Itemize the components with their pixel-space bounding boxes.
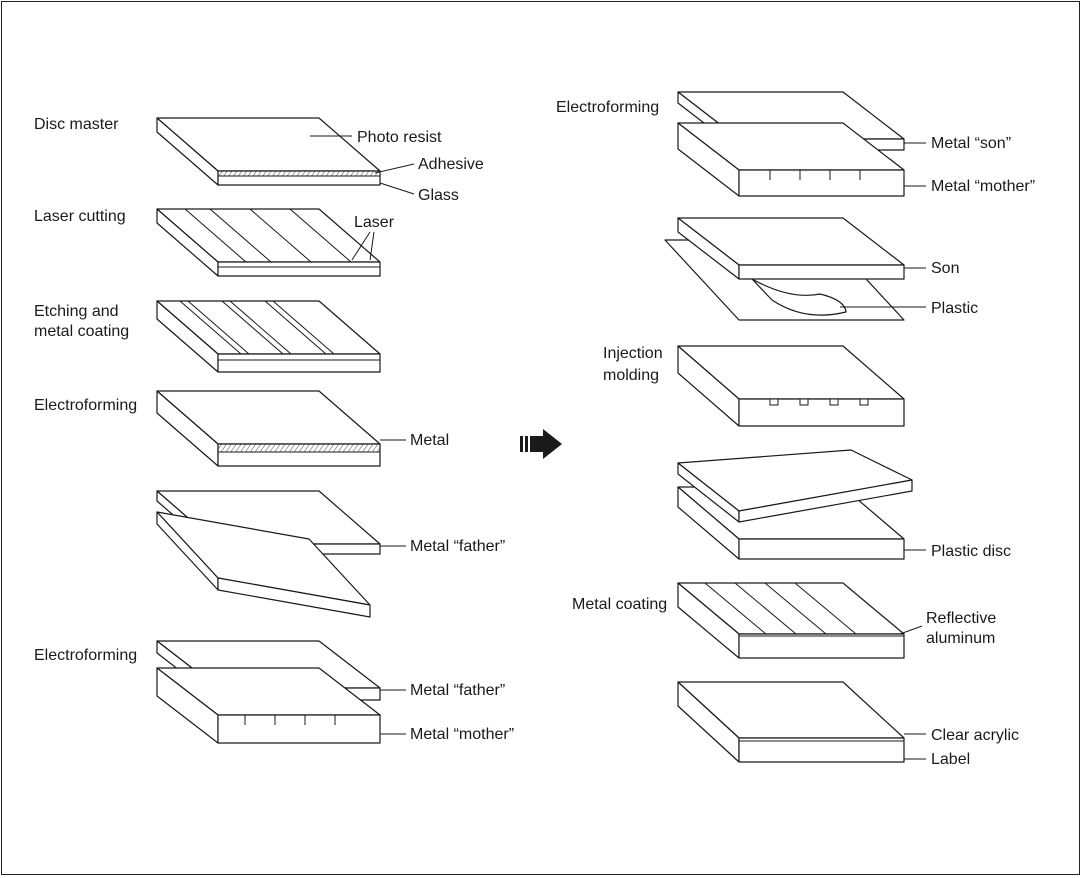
label-laser: Laser [354,214,395,231]
step-label-injection-line2: molding [603,367,659,384]
metal-coating-illustration [677,582,905,659]
step-label-laser-cutting: Laser cutting [34,208,126,225]
electroforming-3-illustration [677,91,905,197]
label-plastic-disc: Plastic disc [931,543,1011,560]
step-label-electroforming-2: Electroforming [34,647,137,664]
step-label-etching-line2: metal coating [34,323,129,340]
label-adhesive: Adhesive [418,156,484,173]
label-son: Son [931,260,959,277]
label-metal-mother-1: Metal “mother” [410,726,514,743]
step-label-metal-coating: Metal coating [572,596,667,613]
step-label-injection-line1: Injection [603,345,663,362]
label-metal-father-1: Metal “father” [410,538,505,555]
label-metal-mother-2: Metal “mother” [931,178,1035,195]
laser-cutting-illustration [156,208,381,277]
label-clear-acrylic: Clear acrylic [931,727,1019,744]
father-separation-illustration [156,490,381,618]
electroforming-2-illustration [156,640,381,744]
label-metal: Metal [410,432,449,449]
right-arrow-icon [520,429,562,459]
label-plastic: Plastic [931,300,978,317]
etching-illustration [156,300,381,373]
step-label-etching-line1: Etching and [34,303,119,320]
injection-molding-illustration [677,345,905,427]
step-label-electroforming-1: Electroforming [34,397,137,414]
label-reflective-line1: Reflective [926,610,996,627]
step-label-electroforming-3: Electroforming [556,99,659,116]
label-label: Label [931,751,970,768]
plastic-disc-illustration [677,449,913,560]
disc-master-illustration [156,117,381,186]
label-metal-son: Metal “son” [931,135,1011,152]
label-glass: Glass [418,187,459,204]
final-disc-illustration [677,681,905,763]
son-plastic-illustration [664,217,905,321]
step-label-disc-master: Disc master [34,116,119,133]
label-photo-resist: Photo resist [357,129,442,146]
label-reflective-line2: aluminum [926,630,995,647]
label-metal-father-2: Metal “father” [410,682,505,699]
electroforming-1-illustration [156,390,381,467]
